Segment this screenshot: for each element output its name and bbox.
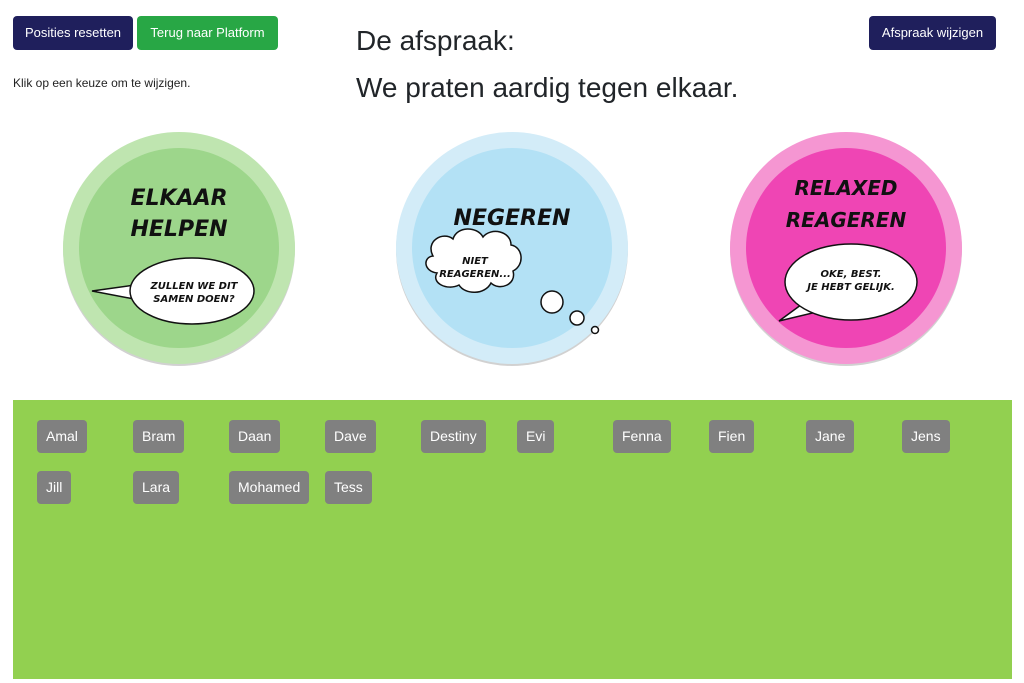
name-tag[interactable]: Destiny <box>421 420 486 453</box>
choice-title-line1: NEGEREN <box>454 206 571 231</box>
hint-text: Klik op een keuze om te wijzigen. <box>13 76 191 90</box>
choice-title-line1: RELAXED <box>795 176 898 200</box>
thought-cloud-icon <box>425 228 600 335</box>
name-tag[interactable]: Jane <box>806 420 855 453</box>
bubble-line2: JE HEBT GELIJK. <box>805 282 895 293</box>
bubble-line1: NIET <box>462 256 489 267</box>
back-to-platform-button[interactable]: Terug naar Platform <box>137 16 278 50</box>
choice-title-line2: HELPEN <box>130 217 227 242</box>
bubble-line2: SAMEN DOEN? <box>153 294 235 305</box>
bubble-line2: REAGEREN... <box>439 269 511 280</box>
name-tag[interactable]: Mohamed <box>229 471 310 504</box>
choice-relaxed-reageren[interactable]: RELAXED REAGEREN OKE, BEST. JE HEBT GELI… <box>729 131 963 366</box>
name-tag[interactable]: Lara <box>133 471 180 504</box>
choice-negeren-graphic: NEGEREN NIET REAGEREN... <box>396 132 628 366</box>
name-tag[interactable]: Evi <box>517 420 555 453</box>
reset-positions-button[interactable]: Posities resetten <box>13 16 133 50</box>
bubble-line1: OKE, BEST. <box>821 269 882 280</box>
name-tag[interactable]: Dave <box>325 420 376 453</box>
choice-title-line2: REAGEREN <box>786 208 907 232</box>
name-tag[interactable]: Fenna <box>613 420 671 453</box>
speech-bubble-icon <box>778 243 918 322</box>
speech-bubble-icon <box>91 257 255 325</box>
bubble-line1: ZULLEN WE DIT <box>150 281 239 292</box>
name-tag[interactable]: Tess <box>325 471 372 504</box>
student-dropzone[interactable]: Amal Bram Daan Dave Destiny Evi Fenna Fi… <box>13 400 1012 679</box>
choice-negeren[interactable]: NEGEREN NIET REAGEREN... <box>395 131 629 366</box>
agreement-heading: De afspraak: <box>356 25 515 56</box>
choice-elkaar-helpen-graphic: ELKAAR HELPEN ZULLEN WE DIT SAMEN DOEN? <box>63 132 295 366</box>
name-tag[interactable]: Fien <box>709 420 755 453</box>
name-tag[interactable]: Jens <box>902 420 950 453</box>
choice-elkaar-helpen[interactable]: ELKAAR HELPEN ZULLEN WE DIT SAMEN DOEN? <box>62 131 296 366</box>
edit-agreement-button[interactable]: Afspraak wijzigen <box>869 16 996 50</box>
choice-title-line1: ELKAAR <box>130 186 227 211</box>
name-tag[interactable]: Amal <box>37 420 87 453</box>
choice-relaxed-reageren-graphic: RELAXED REAGEREN OKE, BEST. JE HEBT GELI… <box>730 132 962 366</box>
name-tag[interactable]: Daan <box>229 420 281 453</box>
agreement-text: We praten aardig tegen elkaar. <box>356 72 739 103</box>
name-tag[interactable]: Jill <box>37 471 72 504</box>
name-tag[interactable]: Bram <box>133 420 185 453</box>
